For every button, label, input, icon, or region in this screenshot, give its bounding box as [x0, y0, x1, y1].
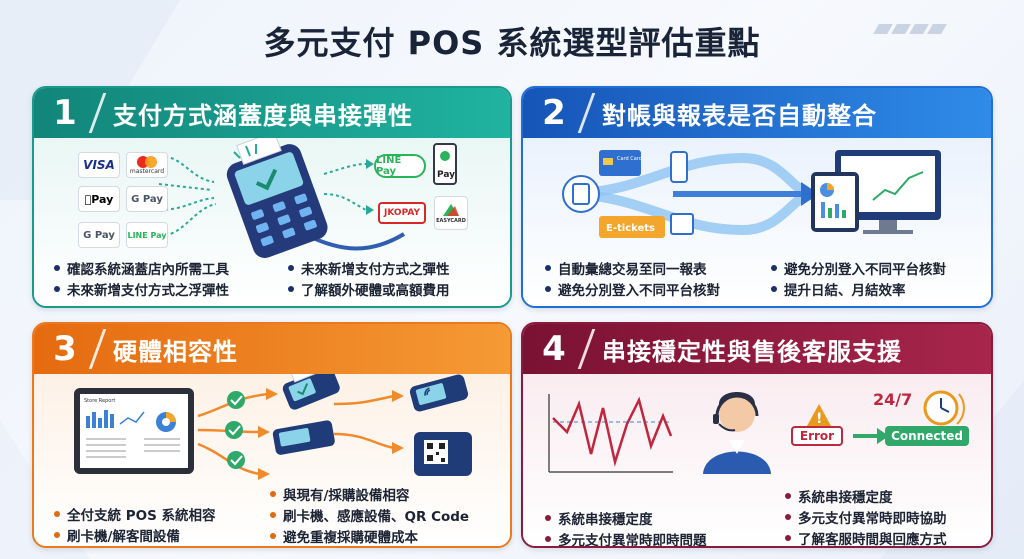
- bullet-item: 刷卡機/解客間設備: [54, 527, 216, 546]
- mastercard-logo: mastercard: [126, 152, 168, 178]
- svg-text:Card Card: Card Card: [617, 156, 642, 162]
- data-flow-illustration: Card Card E-tickets: [562, 150, 941, 238]
- mastercard-label: mastercard: [129, 167, 165, 175]
- bullet-item: 避免分別登入不同平台核對: [545, 281, 720, 302]
- apple-icon: : [85, 193, 92, 206]
- panel-title: 對帳與報表是否自動整合: [602, 101, 877, 130]
- panel-header: 1 支付方式涵蓋度與串接彈性: [34, 88, 510, 138]
- chevron-decoration: [873, 24, 947, 34]
- panel-body: VISA mastercard Pay G Pay G Pay LINE Pa…: [34, 138, 510, 306]
- error-badge: Error: [791, 426, 843, 446]
- svg-text:!: !: [816, 411, 822, 427]
- visa-logo: VISA: [78, 152, 120, 178]
- bullet-item: 多元支付異常時即時問題: [545, 531, 707, 546]
- pos-terminal-illustration: [158, 138, 457, 258]
- google-pay-logo-2: G Pay: [78, 222, 120, 248]
- connected-badge: Connected: [885, 426, 969, 446]
- bullets-left: 確認系統涵蓋店內所需工具 未來新增支付方式之浮彈性: [54, 260, 229, 302]
- panel-title: 支付方式涵蓋度與串接彈性: [113, 101, 413, 130]
- panel-header: 2 對帳與報表是否自動整合: [523, 88, 991, 138]
- panel-body: Store Report: [34, 374, 510, 546]
- bullet-item: 了解客服時間與回應方式: [785, 530, 947, 546]
- panel-body: Card Card E-tickets 自動彙總交易至同一報表 避免分別登入不: [523, 138, 991, 306]
- panel-hardware-compatibility: 3 硬體相容性 Store Report: [32, 322, 512, 548]
- panel-number: 2: [542, 93, 566, 133]
- panel-header: 4 串接穩定性與售後客服支援: [523, 324, 991, 374]
- svg-text:Store Report: Store Report: [84, 398, 115, 404]
- google-pay-logo: G Pay: [126, 186, 168, 212]
- panel-title: 硬體相容性: [113, 337, 238, 366]
- panel-number: 1: [53, 93, 77, 133]
- bullets-right: 未來新增支付方式之彈性 了解額外硬體或高額費用: [288, 260, 450, 302]
- bullet-item: 未來新增支付方式之浮彈性: [54, 281, 229, 302]
- bullets-left: 自動彙總交易至同一報表 避免分別登入不同平台核對: [545, 260, 720, 302]
- bullets-right: 系統串接穩定度 多元支付異常時即時協助 了解客服時間與回應方式: [785, 488, 947, 546]
- bullets-right: 與現有/採購設備相容 刷卡機、感應設備、QR Code 避免重複採購硬體成本: [270, 486, 469, 546]
- bullet-item: 提升日結、月結效率: [771, 281, 946, 302]
- jkopay-logo: JKOPAY: [378, 202, 426, 224]
- bullet-item: 系統串接穩定度: [545, 510, 707, 531]
- apple-pay-label: Pay: [87, 192, 113, 206]
- bullets-left: 系統串接穩定度 多元支付異常時即時問題: [545, 510, 707, 546]
- bullet-item: 了解額外硬體或高額費用: [288, 281, 450, 302]
- bullet-item: 刷卡機、感應設備、QR Code: [270, 507, 469, 528]
- bullet-item: 多元支付異常時即時協助: [785, 509, 947, 530]
- support-illustration: !: [548, 390, 965, 474]
- panel-title: 串接穩定性與售後客服支援: [602, 337, 902, 366]
- bullet-item: 全付支統 POS 系統相容: [54, 506, 216, 527]
- bullet-item: 避免重複採購硬體成本: [270, 528, 469, 546]
- pay-label: Pay: [437, 170, 456, 180]
- panel-payment-coverage: 1 支付方式涵蓋度與串接彈性: [32, 86, 512, 308]
- panel-header: 3 硬體相容性: [34, 324, 510, 374]
- panel-reconciliation: 2 對帳與報表是否自動整合 Card Card E-tickets: [521, 86, 993, 308]
- bullets-right: 避免分別登入不同平台核對 提升日結、月結效率: [771, 260, 946, 302]
- easycard-label: EASYCARD: [436, 218, 466, 224]
- easycard-logo: EASYCARD: [434, 196, 468, 230]
- bullet-item: 自動彙總交易至同一報表: [545, 260, 720, 281]
- panel-number: 3: [53, 329, 77, 369]
- bullet-item: 確認系統涵蓋店內所需工具: [54, 260, 229, 281]
- page-title: 多元支付 POS 系統選型評估重點: [263, 24, 761, 62]
- apple-pay-logo: Pay: [78, 186, 120, 212]
- bullet-item: 未來新增支付方式之彈性: [288, 260, 450, 281]
- bullet-item: 與現有/採購設備相容: [270, 486, 469, 507]
- panel-stability-support: 4 串接穩定性與售後客服支援 !: [521, 322, 993, 548]
- panel-number: 4: [542, 329, 566, 369]
- bullets-left: 全付支統 POS 系統相容 刷卡機/解客間設備: [54, 506, 216, 546]
- availability-label: 24/7: [873, 390, 913, 409]
- bullet-item: 避免分別登入不同平台核對: [771, 260, 946, 281]
- panel-body: ! Error Connected 24/7 系統串接穩定度 多元支付異常時即時…: [523, 374, 991, 546]
- bullet-item: 系統串接穩定度: [785, 488, 947, 509]
- svg-text:E-tickets: E-tickets: [606, 223, 655, 234]
- hardware-illustration: Store Report: [74, 374, 472, 480]
- line-pay-logo: LINE Pay: [374, 154, 426, 178]
- line-pay-logo-small: LINE Pay: [126, 222, 168, 248]
